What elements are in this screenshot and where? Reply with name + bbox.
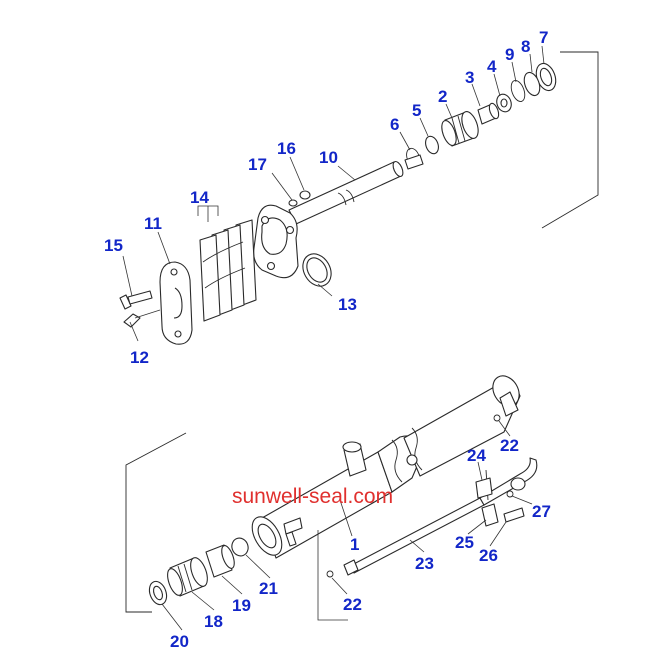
part-5-ring [425,135,439,155]
part-8-ring [523,71,541,97]
label-5: 5 [412,101,421,120]
label-11: 11 [144,214,162,233]
part-25-bracket [481,503,499,527]
label-16: 16 [277,139,296,158]
label-10: 10 [319,148,338,167]
part-2-piston [441,111,479,147]
label-27: 27 [532,502,551,521]
sensor-connector [283,517,303,547]
label-12: 12 [130,348,149,367]
part-10-piston-rod [288,154,424,225]
part-9-oring [510,80,526,102]
label-13: 13 [338,295,357,314]
part-3-collar [477,102,500,125]
label-1: 1 [350,535,359,554]
part-19-collar [205,544,235,578]
frame-line-lower [125,432,187,613]
label-9: 9 [505,45,514,64]
part-24-clamp [475,477,493,499]
part-27-fitting [506,477,526,498]
label-24: 24 [467,446,486,465]
part-4-nut [496,93,512,113]
label-4: 4 [487,57,497,76]
part-1-cylinder-tube [251,375,521,559]
label-18: 18 [204,612,223,631]
part-21-nut [231,537,249,557]
part-22-oring-upper [493,414,501,422]
part-12-lock-plate [123,313,141,328]
part-17-washer [288,199,298,207]
part-26-bolt [503,507,525,523]
label-2: 2 [438,87,447,106]
label-14: 14 [190,188,209,207]
rod-end-head [253,204,299,279]
watermark: sunwell-seal.com [232,485,393,508]
label-6: 6 [390,115,399,134]
lower-leader-lines [161,420,533,631]
lower-assembly [125,375,538,631]
label-22-lower: 22 [343,595,362,614]
label-15: 15 [104,236,123,255]
part-22-oring-lower [326,570,334,578]
part-20-ring [148,580,168,606]
part-23-pipe [343,457,538,576]
part-14-shims [199,219,257,322]
label-26: 26 [479,546,498,565]
part-16-nut [299,190,311,200]
label-8: 8 [521,37,530,56]
label-7: 7 [539,28,548,47]
upper-leader-lines [122,45,545,342]
part-18-piston [167,557,208,597]
label-22-upper: 22 [500,436,519,455]
label-25: 25 [455,533,474,552]
label-20: 20 [170,632,189,650]
label-3: 3 [465,68,474,87]
part-11-cap [159,261,193,345]
label-23: 23 [415,554,434,573]
frame-line-upper [541,51,599,229]
label-19: 19 [232,596,251,615]
part-13-ring [302,253,332,287]
part-7-ring [535,62,557,92]
label-21: 21 [259,579,278,598]
part-15-bolt [119,290,153,310]
label-17: 17 [248,155,267,174]
part-number-labels: 7 8 9 4 3 2 5 6 10 16 17 14 11 15 12 13 … [104,28,551,650]
upper-assembly [119,45,599,345]
